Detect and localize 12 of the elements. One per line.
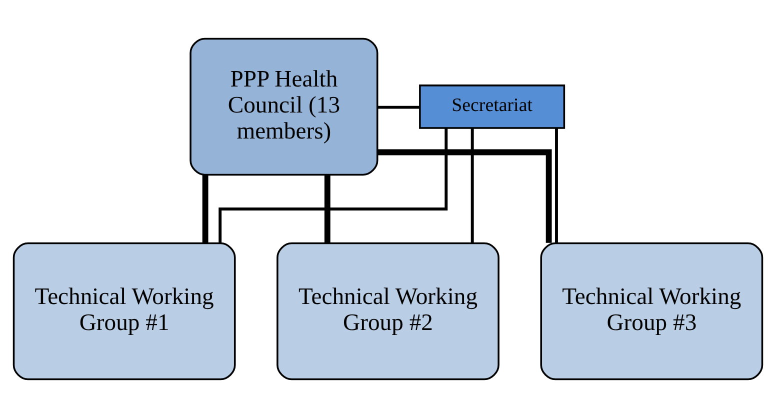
node-box: PPP Health Council (13 members) — [189, 38, 378, 176]
node-box: Secretariat — [418, 84, 565, 129]
node-box: Technical Working Group #2 — [276, 242, 499, 380]
connector — [470, 128, 474, 244]
node-box: Technical Working Group #1 — [12, 242, 236, 380]
connector — [324, 174, 330, 244]
connector — [554, 128, 558, 244]
connector — [377, 149, 552, 243]
connector — [218, 128, 448, 244]
node-box: Technical Working Group #3 — [540, 242, 763, 380]
connector — [377, 106, 420, 109]
connector — [202, 174, 208, 244]
